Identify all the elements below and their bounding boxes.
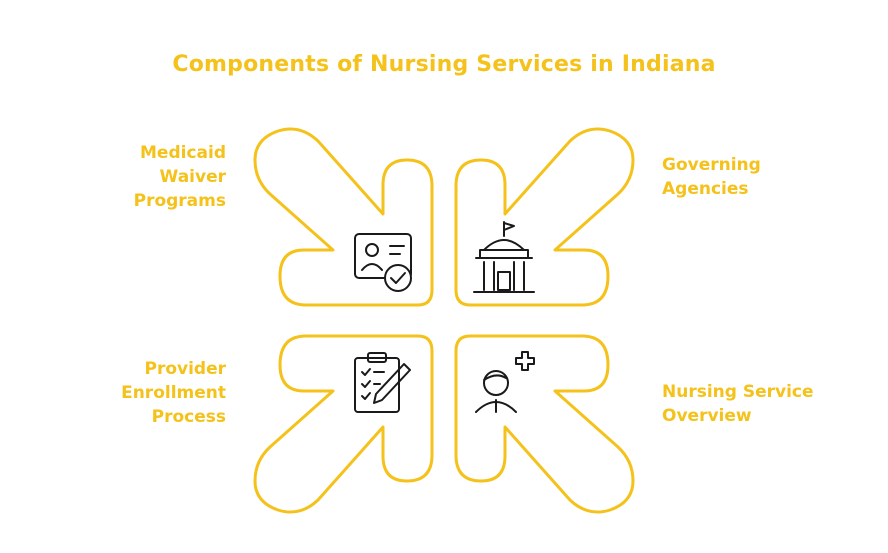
label-medicaid-waiver-programs: Medicaid Waiver Programs [133, 143, 226, 211]
label-governing-agencies: Governing Agencies [662, 155, 761, 199]
arrow-bottom-left [253, 334, 434, 514]
clipboard-pen-icon [354, 352, 411, 413]
id-card-check-icon [354, 233, 412, 292]
government-building-icon [473, 221, 535, 293]
diagram-title: Components of Nursing Services in Indian… [172, 52, 716, 77]
arrow-top-right [454, 127, 635, 307]
nurse-plus-icon [475, 351, 535, 413]
label-provider-enrollment-process: Provider Enrollment Process [121, 359, 226, 427]
label-nursing-service-overview: Nursing Service Overview [662, 382, 814, 426]
arrow-bottom-right [454, 334, 635, 514]
